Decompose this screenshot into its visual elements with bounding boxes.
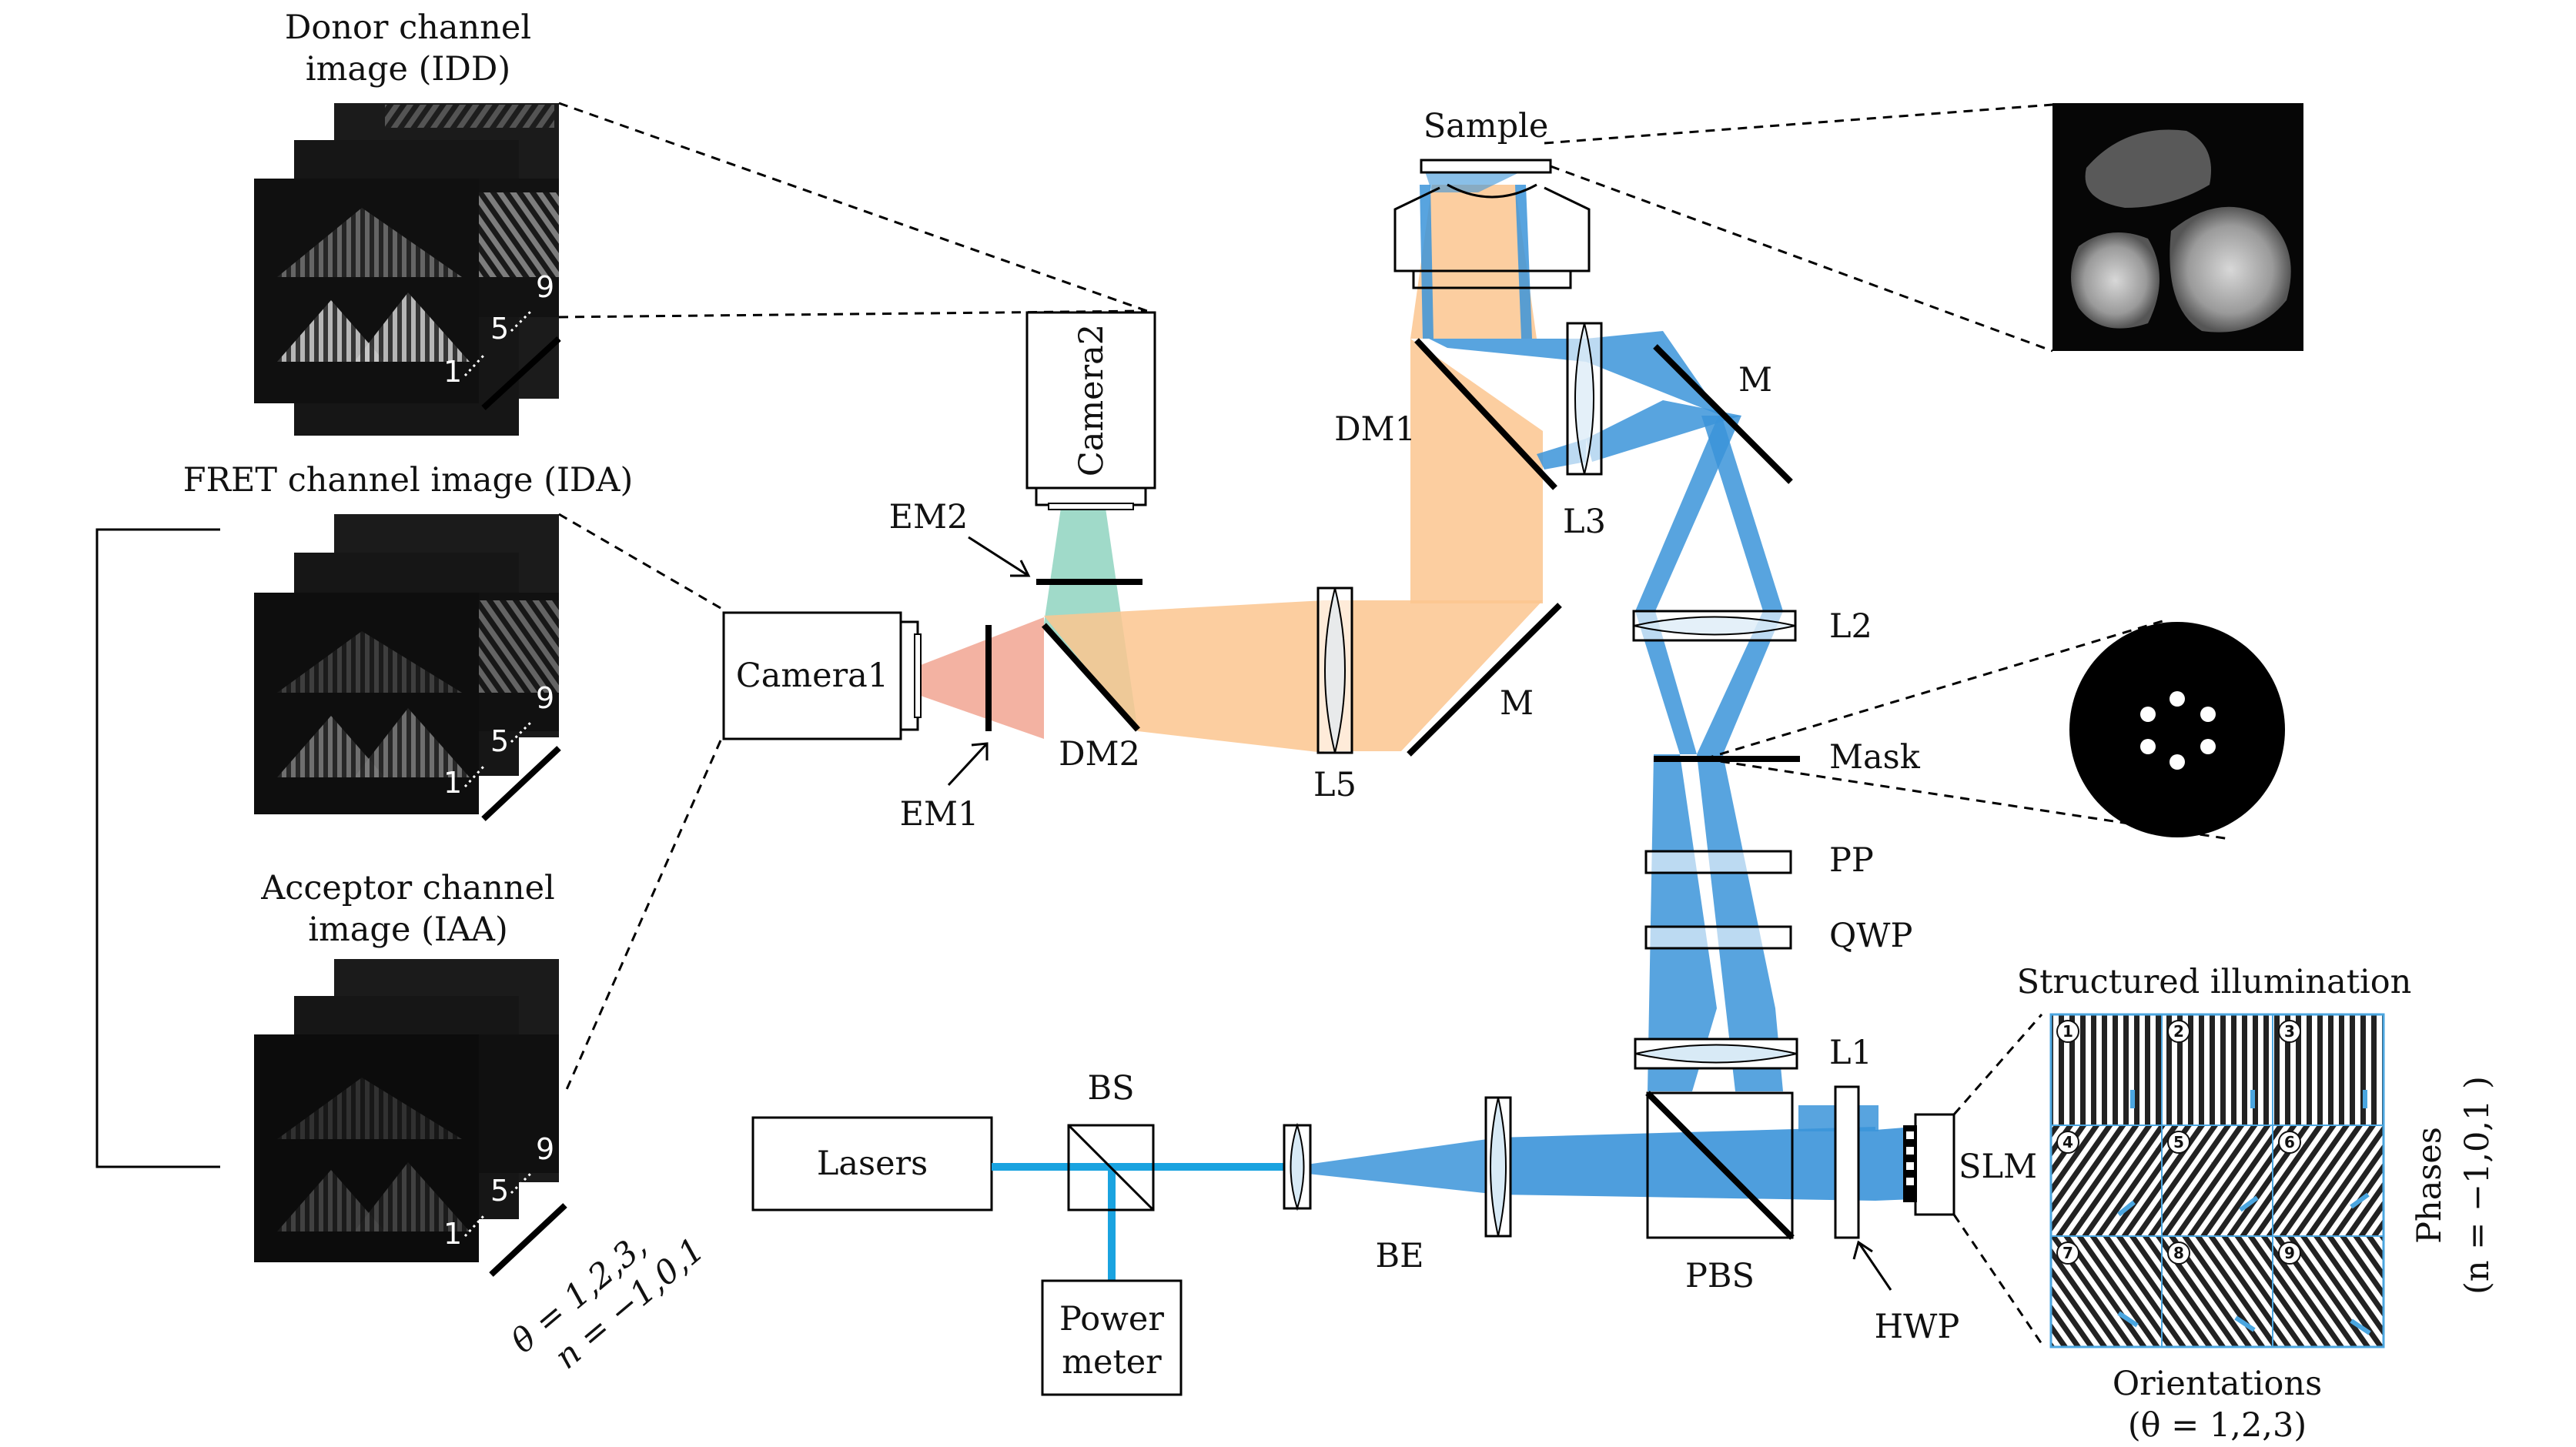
hwp-label: HWP [1875,1308,1960,1346]
beam-orange-horizontal [1044,600,1324,753]
fret-image-stack: 1 5 9 [254,514,561,821]
fret-title: FRET channel image (IDA) [183,461,634,500]
fret-num-1: 1 [443,766,462,800]
pp-label: PP [1829,841,1874,880]
power-meter-label-2: meter [1062,1343,1162,1382]
em1-label: EM1 [900,795,979,834]
camera1-label: Camera1 [736,657,888,695]
mask-label: Mask [1829,738,1921,777]
camera2-label: Camera2 [1072,324,1111,476]
mirror-middle [1407,603,1562,757]
pattern-panel-number: 4 [2062,1133,2073,1151]
acceptor-num-9: 9 [536,1132,554,1166]
phases-label: Phases [2410,1127,2449,1244]
pp-plate [1644,850,1792,874]
camera1-body [722,611,902,740]
hwp-plate [1834,1085,1860,1239]
mirror-top [1653,344,1793,484]
acceptor-title-line1: Acceptor channel [260,869,555,907]
objective [1393,183,1591,289]
power-meter-label-1: Power [1059,1300,1164,1338]
slm-device [1914,1113,1955,1216]
donor-num-1: 1 [443,355,462,389]
channel-bracket [95,528,220,1168]
em1-arrow [947,742,989,787]
pattern-panel-number: 9 [2284,1244,2295,1262]
dm2-mirror [1042,623,1140,732]
pattern-panel-number: 7 [2062,1244,2073,1262]
structured-illumination-label: Structured illumination [2017,963,2412,1001]
donor-num-5: 5 [490,312,509,346]
l1-label: L1 [1829,1034,1872,1072]
beam-blue-up-right [1697,754,1783,1091]
power-meter-box [1041,1279,1183,1396]
camera2-body [1025,311,1156,490]
lasers-label: Lasers [817,1145,928,1183]
theta-n-label: θ = 1,2,3, n = −1,0,1 [504,1227,712,1377]
acceptor-image-stack: 1 5 9 [254,959,567,1277]
beams [921,169,1952,1201]
pattern-panel-number: 5 [2173,1133,2184,1151]
pbs-label: PBS [1685,1257,1755,1295]
cell-2 [2071,232,2159,329]
l3-label: L3 [1563,503,1606,541]
acceptor-title-line2: image (IAA) [308,911,507,949]
l2-label: L2 [1829,607,1872,646]
sample-label: Sample [1423,107,1549,145]
slm-label: SLM [1959,1148,2037,1186]
phases-n-label: (n = −1,0,1 ) [2458,1076,2497,1295]
lasers-box [751,1116,993,1211]
l5-label: L5 [1313,766,1357,804]
m-mid-label: M [1500,684,1534,723]
beam-blue-be [1301,1138,1498,1195]
pattern-panel-number: 8 [2173,1244,2184,1262]
mask-disk [2069,622,2285,837]
acceptor-num-5: 5 [490,1174,509,1208]
fret-num-5: 5 [490,724,509,758]
be-label: BE [1376,1237,1424,1275]
beam-blue-up-left [1648,754,1717,1091]
bs-cube [1067,1124,1155,1211]
beam-orange-vertical [1410,339,1543,603]
beam-blue-expanded [1498,1127,1875,1201]
fret-stack-arrow [481,746,561,821]
dm1-label: DM1 [1334,410,1416,449]
em2-arrow [968,536,1029,577]
pattern-panel-number: 6 [2284,1133,2295,1151]
m-top-label: M [1738,361,1772,399]
donor-num-9: 9 [536,270,554,304]
beam-orange-objective [1410,185,1537,339]
pattern-panel-number: 1 [2062,1022,2073,1041]
dm2-label: DM2 [1059,735,1140,774]
acceptor-stack-arrow [489,1203,567,1277]
donor-title-line1: Donor channel [285,8,531,47]
fret-num-9: 9 [536,681,554,715]
beam-red [921,617,1044,739]
orientations-label-2: (θ = 1,2,3) [2128,1406,2307,1445]
pbs-cube [1646,1091,1794,1239]
pattern-panel-number: 2 [2173,1022,2184,1041]
hwp-arrow [1857,1241,1892,1291]
orientations-label-1: Orientations [2113,1365,2322,1403]
mask-holes [2140,691,2216,770]
qwp-label: QWP [1829,917,1912,955]
beam-blue-to-dm1 [1429,339,1586,362]
bs-label: BS [1087,1069,1134,1108]
cell-1 [2085,129,2211,208]
sample-slide [1420,159,1552,174]
cell-3 [2170,206,2291,333]
donor-image-stack: 1 5 9 [254,103,561,436]
pattern-panel-number: 3 [2284,1022,2295,1041]
qwp-plate [1644,925,1792,950]
em2-label: EM2 [889,498,969,536]
illumination-pattern-grid: 1 2 3 4 5 6 7 8 9 [2049,1013,2385,1348]
dm1-mirror [1414,338,1557,490]
donor-stack-arrow [481,336,561,410]
acceptor-num-1: 1 [443,1217,462,1251]
donor-title-line2: image (IDD) [306,50,510,89]
